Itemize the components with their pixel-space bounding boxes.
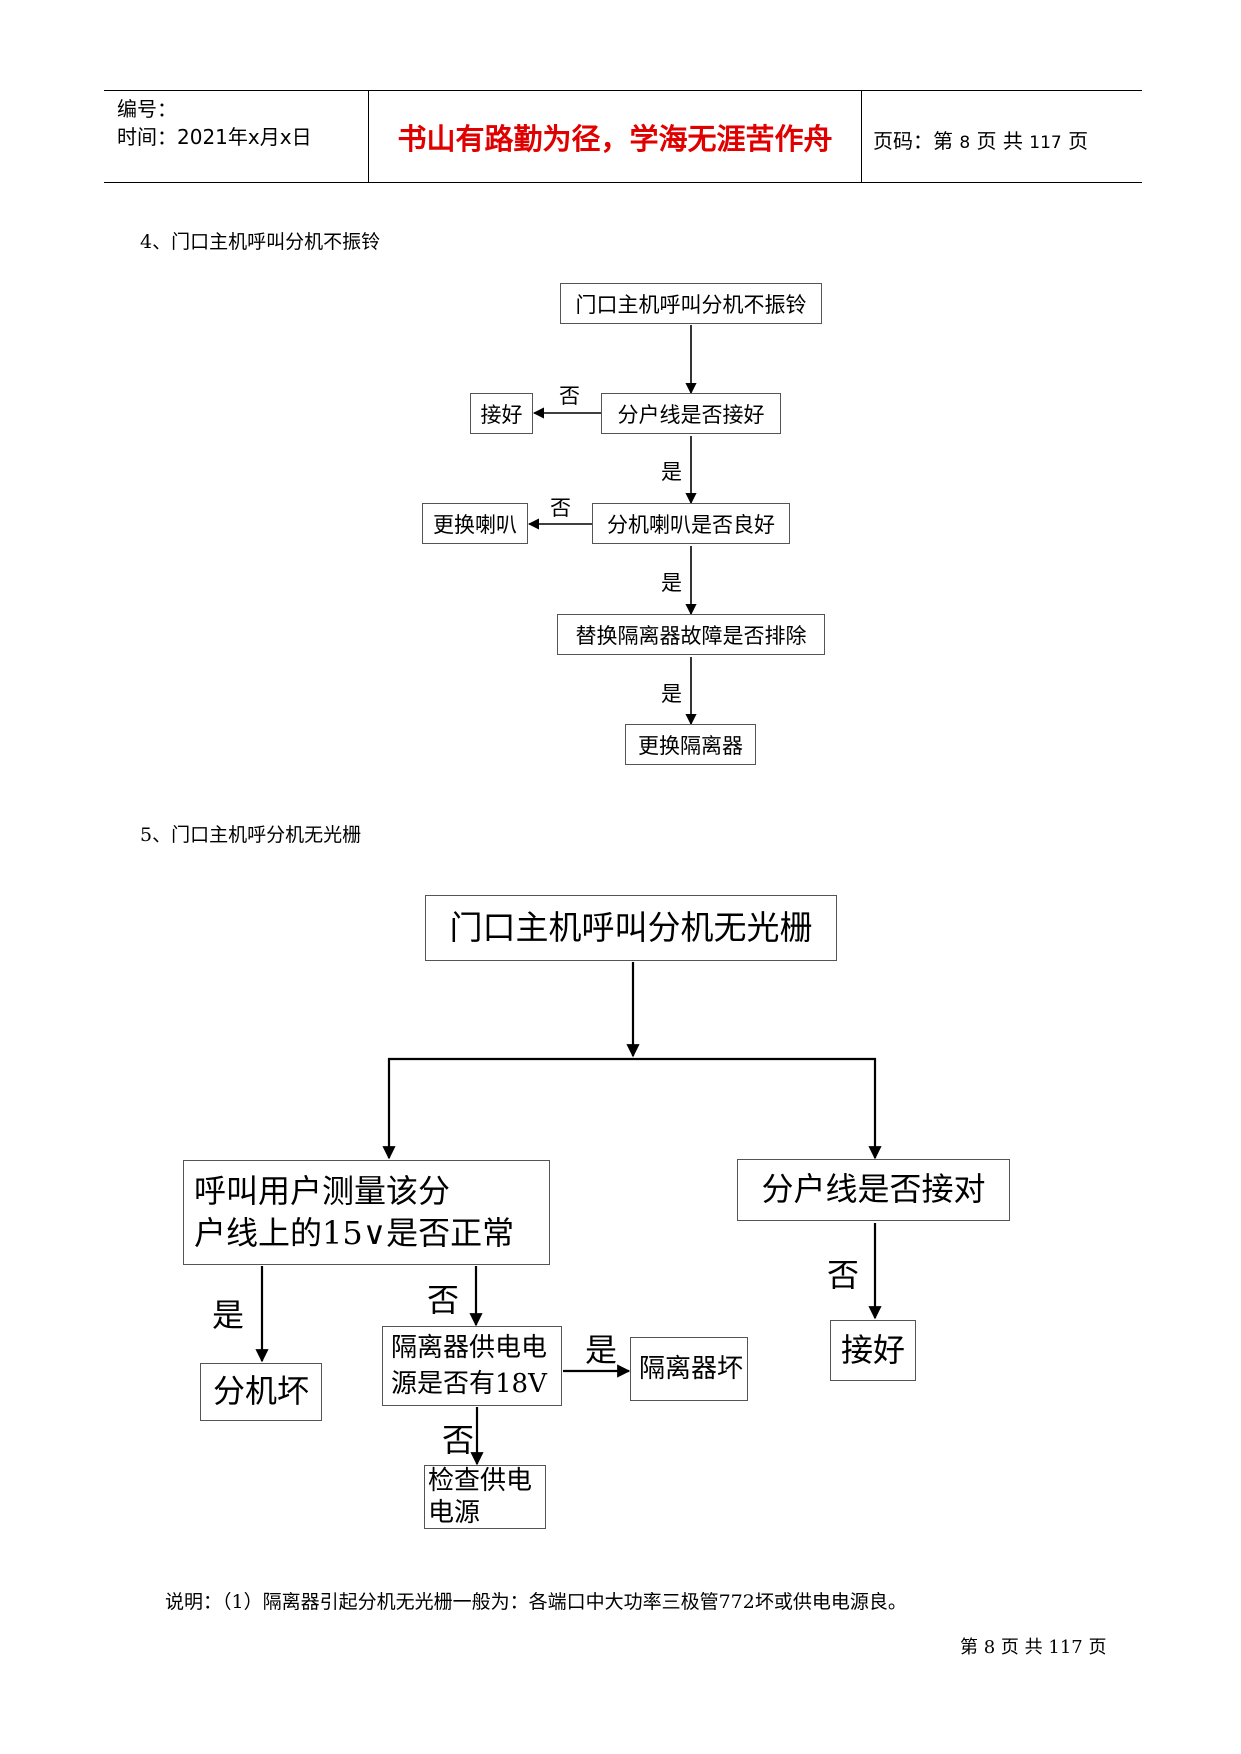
- s5-label-yes-left: 是: [212, 1296, 245, 1334]
- s4-node-a3: 更换隔离器: [625, 724, 756, 765]
- s4-label-no2: 否: [550, 496, 571, 520]
- s5-left-question-line1: 呼叫用户测量该分: [194, 1171, 451, 1210]
- s4-label-yes1: 是: [661, 460, 682, 484]
- s5-node-isolator-broken: 隔离器坏: [630, 1337, 748, 1401]
- header-page-info: 页码：第 8 页 共 117 页: [873, 125, 1088, 154]
- page-prefix: 页码：第: [873, 129, 953, 153]
- s5-label-no-left: 否: [427, 1281, 460, 1319]
- page-current: 8: [959, 133, 971, 153]
- s5-check-power-line2: 电源: [428, 1498, 481, 1528]
- page-suffix: 页: [1068, 129, 1089, 153]
- s5-check-power-line1: 检查供电: [428, 1465, 533, 1496]
- s4-node-q3: 替换隔离器故障是否排除: [557, 614, 825, 655]
- s4-node-a1: 接好: [470, 393, 533, 434]
- header-top-rule: [104, 90, 1142, 91]
- s5-node-check-power: 检查供电 电源: [424, 1465, 546, 1529]
- s5-label-yes-isolator: 是: [585, 1331, 618, 1369]
- s4-label-yes3: 是: [661, 682, 682, 706]
- header-divider-left: [368, 90, 369, 182]
- serial-label: 编号：: [117, 97, 177, 121]
- s5-node-left-question: 呼叫用户测量该分 户线上的15∨是否正常: [183, 1160, 550, 1265]
- header-motto: 书山有路勤为径，学海无涯苦作舟: [397, 122, 833, 156]
- s5-node-connect: 接好: [830, 1320, 916, 1381]
- page-footer: 第 8 页 共 117 页: [960, 1633, 1106, 1659]
- footer-prefix: 第: [960, 1637, 978, 1658]
- s4-label-yes2: 是: [661, 571, 682, 595]
- s4-node-q2: 分机喇叭是否良好: [592, 503, 790, 544]
- time-label: 时间：2021年x月x日: [117, 125, 312, 149]
- s5-left-question-line2: 户线上的15∨是否正常: [194, 1213, 515, 1252]
- s4-node-a2: 更换喇叭: [422, 503, 528, 544]
- s5-node-isolator-question: 隔离器供电电 源是否有18V: [382, 1326, 562, 1406]
- s4-label-no1: 否: [559, 384, 580, 408]
- footer-mid: 页 共: [1000, 1637, 1043, 1658]
- s5-node-right-question: 分户线是否接对: [737, 1159, 1010, 1221]
- s4-node-start: 门口主机呼叫分机不振铃: [560, 283, 822, 324]
- header-divider-right: [861, 90, 862, 182]
- section5-title: 5、门口主机呼分机无光栅: [140, 824, 362, 846]
- s4-node-q1: 分户线是否接好: [601, 393, 781, 434]
- s5-label-no-right: 否: [827, 1256, 860, 1294]
- footer-current: 8: [983, 1637, 996, 1658]
- page-mid: 页 共: [976, 129, 1023, 153]
- s5-label-no-isolator: 否: [442, 1421, 475, 1459]
- explanation-note: 说明：（1）隔离器引起分机无光栅一般为：各端口中大功率三极管772坏或供电电源良…: [165, 1591, 907, 1613]
- footer-total: 117: [1048, 1637, 1083, 1658]
- s5-node-start: 门口主机呼叫分机无光栅: [425, 895, 837, 961]
- s5-isolator-question-line2: 源是否有18V: [391, 1369, 547, 1399]
- header-bottom-rule: [104, 182, 1142, 183]
- s5-node-extension-broken: 分机坏: [200, 1363, 322, 1421]
- page-total: 117: [1029, 133, 1062, 153]
- s5-isolator-question-line1: 隔离器供电电: [391, 1332, 548, 1363]
- section4-title: 4、门口主机呼叫分机不振铃: [140, 231, 381, 253]
- footer-suffix: 页: [1088, 1637, 1107, 1658]
